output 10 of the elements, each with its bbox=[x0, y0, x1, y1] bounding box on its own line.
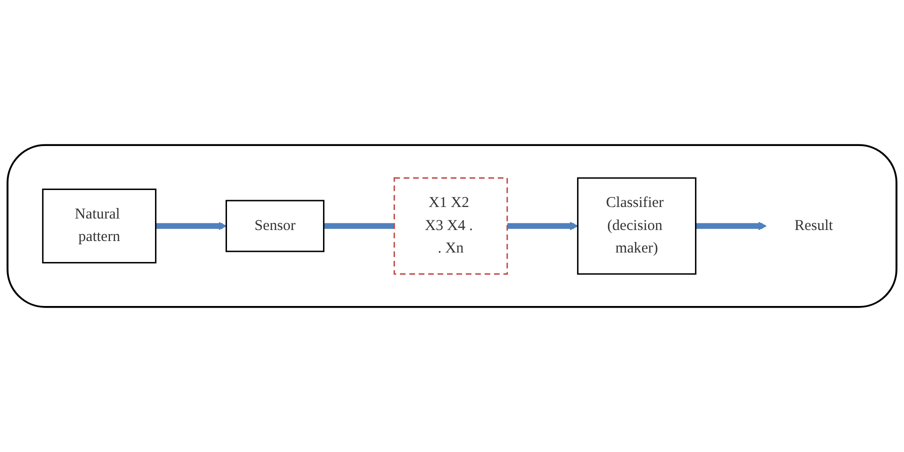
node-text: Result bbox=[794, 218, 833, 234]
connector bbox=[324, 223, 394, 229]
arrow bbox=[696, 222, 767, 230]
node-box: Classifier (decision maker) bbox=[577, 177, 696, 275]
arrow bbox=[156, 222, 227, 230]
arrow bbox=[507, 222, 578, 230]
node-box: Natural pattern bbox=[42, 188, 156, 264]
node-box: X1 X2 X3 X4 . . Xn bbox=[394, 177, 508, 275]
node-box: Sensor bbox=[226, 200, 324, 252]
cluster bbox=[6, 144, 898, 308]
